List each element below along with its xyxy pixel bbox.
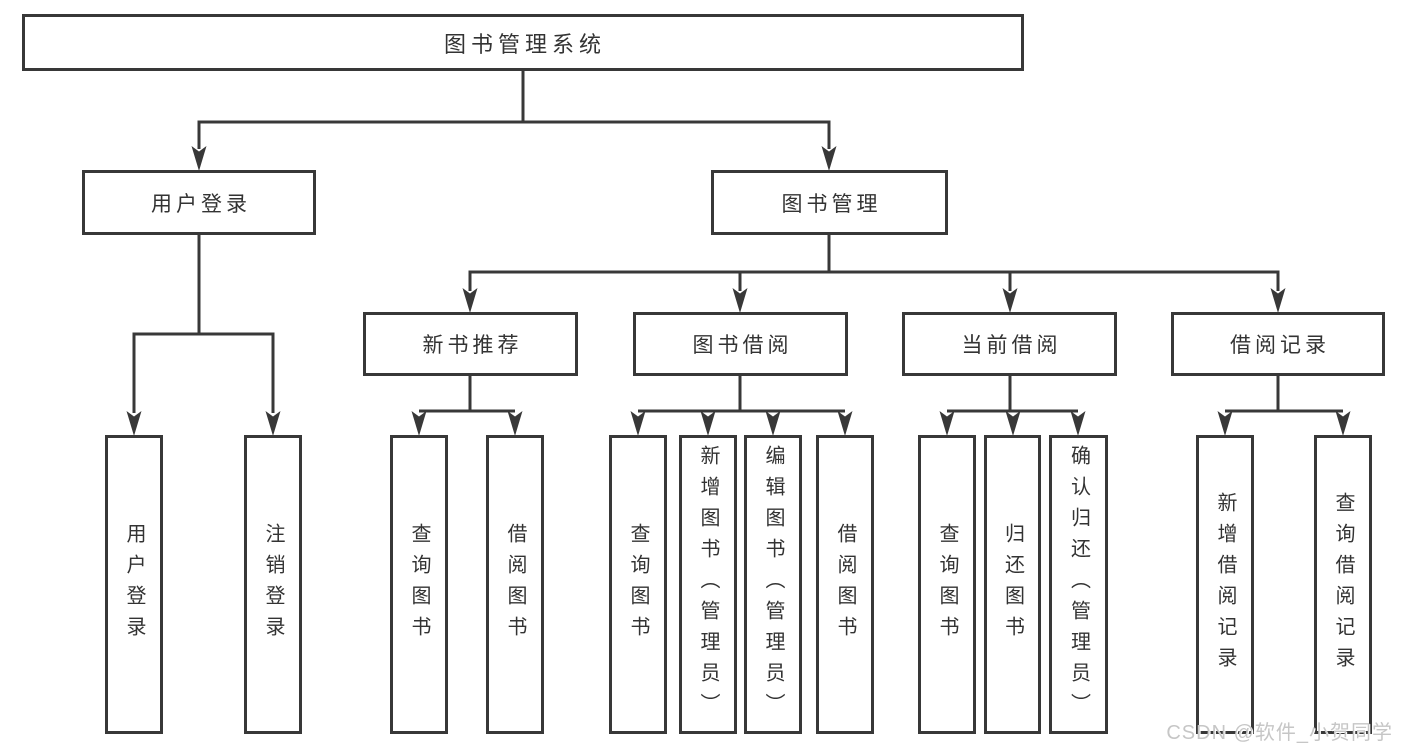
node-label: 编辑图书（管理员） [762, 445, 784, 724]
node-label: 新增借阅记录 [1214, 491, 1236, 678]
leaf-add-books-admin: 新增图书（管理员） [679, 435, 737, 734]
node-label: 图书管理 [781, 192, 882, 216]
node-borrowing-records: 借阅记录 [1171, 312, 1385, 376]
leaf-user-login: 用户登录 [105, 435, 163, 734]
node-current-borrowing: 当前借阅 [902, 312, 1117, 376]
node-label: 用户登录 [151, 192, 251, 216]
leaf-add-borrow-record: 新增借阅记录 [1196, 435, 1254, 734]
node-label: 用户登录 [123, 522, 145, 647]
node-library-management-system: 图书管理系统 [22, 14, 1024, 71]
node-label: 注销登录 [262, 522, 284, 647]
node-label: 新增图书（管理员） [697, 445, 719, 724]
node-book-borrowing: 图书借阅 [633, 312, 848, 376]
node-label: 查询图书 [627, 522, 649, 647]
node-label: 查询借阅记录 [1332, 491, 1354, 678]
leaf-borrow-books-borrowing: 借阅图书 [816, 435, 874, 734]
node-label: 查询图书 [408, 522, 430, 647]
node-label: 借阅图书 [834, 522, 856, 647]
leaf-return-books: 归还图书 [984, 435, 1041, 734]
node-new-book-recommendation: 新书推荐 [363, 312, 578, 376]
leaf-query-books-borrowing: 查询图书 [609, 435, 667, 734]
leaf-query-borrow-record: 查询借阅记录 [1314, 435, 1372, 734]
node-label: 新书推荐 [422, 334, 523, 357]
node-label: 图书管理系统 [443, 31, 606, 57]
leaf-borrow-books-recommend: 借阅图书 [486, 435, 544, 734]
node-label: 借阅记录 [1230, 334, 1330, 357]
watermark: CSDN @软件_小贺同学 [1166, 722, 1393, 744]
node-book-management: 图书管理 [711, 170, 948, 235]
node-label: 查询图书 [936, 522, 958, 647]
node-label: 借阅图书 [504, 522, 526, 647]
leaf-edit-books-admin: 编辑图书（管理员） [744, 435, 802, 734]
node-label: 当前借阅 [961, 334, 1062, 357]
node-user-login: 用户登录 [82, 170, 316, 235]
leaf-query-books-current: 查询图书 [918, 435, 976, 734]
node-label: 归还图书 [1001, 522, 1024, 647]
leaf-confirm-return-admin: 确认归还（管理员） [1049, 435, 1108, 734]
leaf-logout: 注销登录 [244, 435, 302, 734]
node-label: 图书借阅 [692, 334, 793, 357]
node-label: 确认归还（管理员） [1067, 445, 1090, 724]
leaf-query-books-recommend: 查询图书 [390, 435, 448, 734]
